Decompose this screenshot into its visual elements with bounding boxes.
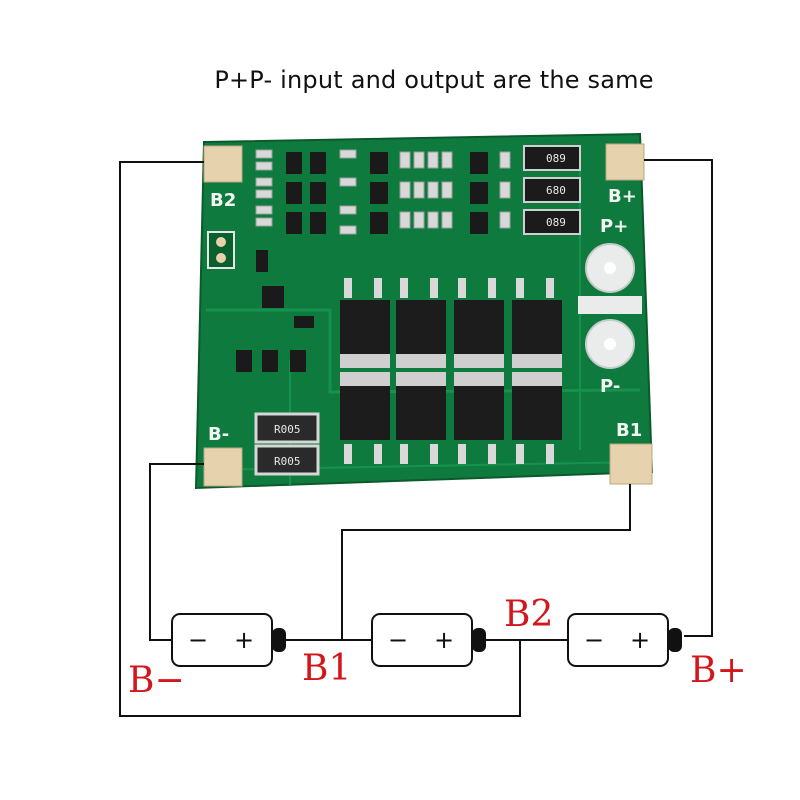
cell3-plus: + bbox=[630, 626, 650, 654]
wire-b-plus bbox=[644, 159, 713, 637]
battery-cell-1: − + bbox=[171, 613, 286, 667]
mosfets bbox=[340, 278, 562, 464]
silk-b2: B2 bbox=[210, 190, 236, 211]
caption: P+P- input and output are the same bbox=[214, 66, 654, 94]
wire-b2 bbox=[119, 161, 521, 717]
balance-resistors: 089 680 089 bbox=[523, 145, 581, 235]
ic-chips bbox=[236, 152, 488, 372]
wiring bbox=[119, 159, 713, 717]
label-b-plus: B+ bbox=[690, 650, 747, 691]
label-b2: B2 bbox=[504, 594, 553, 635]
pad-b2 bbox=[203, 145, 243, 183]
resistor-code-3: 089 bbox=[546, 216, 566, 229]
silk-b-plus: B+ bbox=[608, 186, 637, 207]
label-b-minus: B− bbox=[128, 660, 185, 701]
silk-b1: B1 bbox=[616, 420, 642, 441]
bms-board: B2 B+ P+ P- B- B1 089 680 089 bbox=[194, 132, 654, 490]
battery-cell-2: − + bbox=[371, 613, 486, 667]
pad-b1 bbox=[609, 443, 653, 485]
resistor-code-1: 089 bbox=[546, 152, 566, 165]
silk-b-minus: B- bbox=[208, 424, 229, 445]
wire-b1 bbox=[341, 484, 631, 640]
silk-p-plus: P+ bbox=[600, 216, 628, 237]
battery-cell-3: − + bbox=[567, 613, 682, 667]
shunt-code-2: R005 bbox=[274, 455, 301, 468]
smd-components bbox=[255, 149, 511, 235]
shunt-resistors: R005 R005 bbox=[254, 412, 320, 476]
cell1-minus: − bbox=[188, 626, 208, 654]
pad-b-plus bbox=[605, 143, 645, 181]
cell1-plus: + bbox=[234, 626, 254, 654]
pad-b-minus bbox=[203, 447, 243, 487]
shunt-code-1: R005 bbox=[274, 423, 301, 436]
silk-p-minus: P- bbox=[600, 376, 620, 397]
label-b1: B1 bbox=[302, 648, 351, 689]
cell3-minus: − bbox=[584, 626, 604, 654]
jumper-header bbox=[207, 231, 235, 269]
cell2-plus: + bbox=[434, 626, 454, 654]
cell2-minus: − bbox=[388, 626, 408, 654]
resistor-code-2: 680 bbox=[546, 184, 566, 197]
wire-b-minus bbox=[149, 463, 204, 641]
